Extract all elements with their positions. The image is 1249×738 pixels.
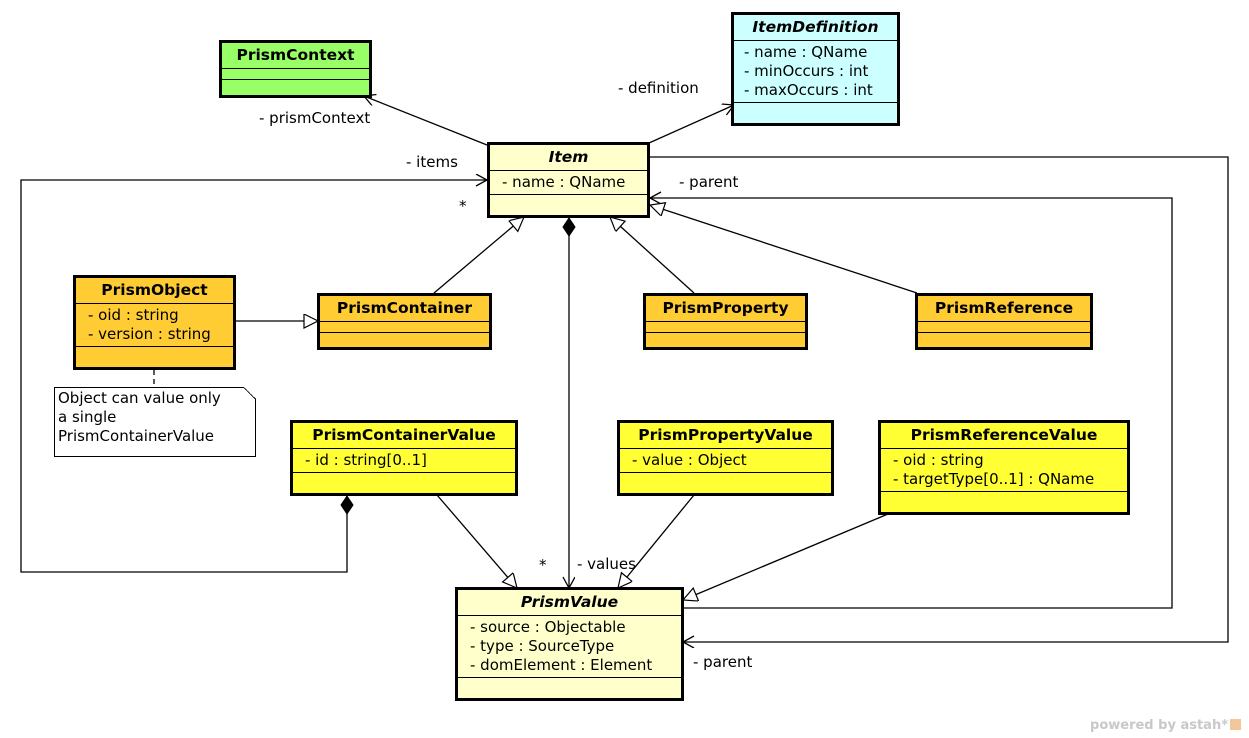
attribute: - type : SourceType (470, 637, 615, 655)
attribute: - maxOccurs : int (744, 81, 873, 99)
role-label-item-parent: - parent (679, 173, 739, 191)
role-label-items: - items (406, 153, 458, 171)
class-prism-value[interactable]: PrismValue - source : Objectable - type … (455, 587, 684, 701)
attribute: - id : string[0..1] (305, 451, 427, 469)
attribute-compartment: - oid : string - version : string (76, 304, 233, 347)
comp-containervalue-items (20, 180, 487, 573)
class-prism-context[interactable]: PrismContext (219, 40, 372, 98)
operation-compartment (76, 347, 233, 355)
class-name: PrismReference (918, 296, 1090, 322)
attribute: - oid : string (893, 451, 984, 469)
gen-referencevalue-value (683, 513, 889, 600)
attribute-compartment: - name : QName (490, 171, 647, 195)
attribute: - targetType[0..1] : QName (893, 470, 1095, 488)
operation-compartment (320, 333, 489, 341)
operation-compartment (734, 103, 897, 111)
class-prism-object[interactable]: PrismObject - oid : string - version : s… (73, 275, 236, 370)
powered-by-text: powered by astah* (1090, 718, 1228, 733)
gen-reference-item (650, 205, 918, 294)
class-item[interactable]: Item - name : QName (487, 142, 650, 218)
attribute: - oid : string (88, 306, 179, 324)
attribute-compartment (222, 69, 369, 80)
attribute-compartment: - source : Objectable - type : SourceTyp… (458, 616, 681, 678)
operation-compartment (222, 80, 369, 88)
class-name: PrismReferenceValue (881, 423, 1127, 449)
operation-compartment (620, 473, 831, 481)
class-name: PrismContext (222, 43, 369, 69)
attribute-compartment: - id : string[0..1] (293, 449, 515, 473)
attribute: - name : QName (502, 173, 626, 191)
multiplicity-values: * (539, 556, 547, 574)
assoc-item-definition (648, 105, 734, 144)
gen-containervalue-value (436, 494, 517, 588)
assoc-item-parent-value (650, 156, 1229, 642)
class-name: PrismContainer (320, 296, 489, 322)
operation-compartment (490, 195, 647, 203)
operation-compartment (918, 333, 1090, 341)
class-prism-property[interactable]: PrismProperty (643, 293, 808, 350)
attribute-compartment: - value : Object (620, 449, 831, 473)
class-name: PrismProperty (646, 296, 805, 322)
multiplicity-items: * (459, 197, 467, 215)
astah-logo-icon (1230, 719, 1241, 730)
class-prism-reference-value[interactable]: PrismReferenceValue - oid : string - tar… (878, 420, 1130, 515)
role-label-prism-context: - prismContext (259, 109, 371, 127)
gen-propertyvalue-value (618, 494, 695, 588)
operation-compartment (458, 678, 681, 686)
gen-container-item (433, 217, 524, 294)
class-name: PrismPropertyValue (620, 423, 831, 449)
powered-by-watermark: powered by astah* (1090, 718, 1241, 733)
note-line: PrismContainerValue (58, 427, 215, 445)
class-name: PrismObject (76, 278, 233, 304)
class-item-definition[interactable]: ItemDefinition - name : QName - minOccur… (731, 12, 900, 126)
attribute-compartment (646, 322, 805, 333)
class-name: PrismContainerValue (293, 423, 515, 449)
attribute-compartment (320, 322, 489, 333)
comment-note[interactable]: Object can value only a single PrismCont… (54, 387, 256, 457)
operation-compartment (293, 473, 515, 481)
role-label-definition: - definition (618, 79, 699, 97)
note-line: a single (58, 408, 117, 426)
attribute: - version : string (88, 325, 211, 343)
attribute: - source : Objectable (470, 618, 626, 636)
note-line: Object can value only (58, 389, 221, 407)
attribute: - name : QName (744, 43, 868, 61)
attribute-compartment: - name : QName - minOccurs : int - maxOc… (734, 41, 897, 103)
assoc-item-prismcontext (364, 96, 488, 146)
gen-property-item (610, 217, 695, 294)
role-label-value-parent: - parent (693, 653, 753, 671)
attribute-compartment: - oid : string - targetType[0..1] : QNam… (881, 449, 1127, 492)
class-prism-container[interactable]: PrismContainer (317, 293, 492, 350)
class-name: ItemDefinition (734, 15, 897, 41)
attribute: - minOccurs : int (744, 62, 869, 80)
attribute: - domElement : Element (470, 656, 653, 674)
operation-compartment (646, 333, 805, 341)
note-fold-corner (244, 387, 256, 399)
attribute: - value : Object (632, 451, 747, 469)
class-prism-container-value[interactable]: PrismContainerValue - id : string[0..1] (290, 420, 518, 496)
class-name: Item (490, 145, 647, 171)
class-name: PrismValue (458, 590, 681, 616)
attribute-compartment (918, 322, 1090, 333)
operation-compartment (881, 492, 1127, 500)
role-label-values: - values (577, 555, 636, 573)
class-prism-property-value[interactable]: PrismPropertyValue - value : Object (617, 420, 834, 496)
class-prism-reference[interactable]: PrismReference (915, 293, 1093, 350)
assoc-value-parent-item (650, 198, 1173, 609)
